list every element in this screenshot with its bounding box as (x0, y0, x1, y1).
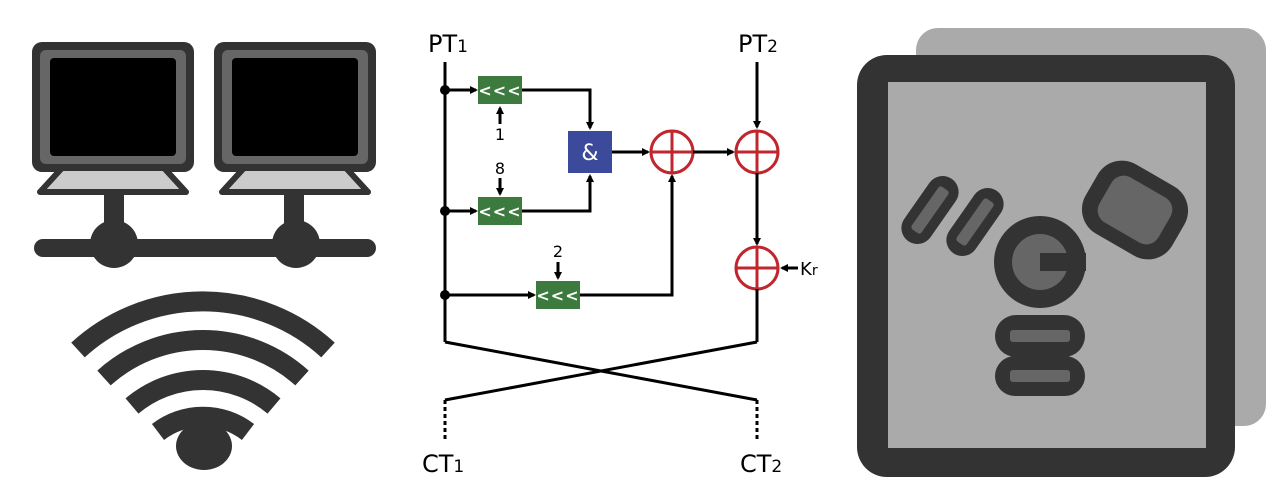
firewire-square-icon (1081, 160, 1189, 260)
cipher-diagram-svg: PT1 PT2 CT1 CT2 <<< <<< <<< 1 8 (422, 30, 818, 478)
cipher-diagram: PT1 PT2 CT1 CT2 <<< <<< <<< 1 8 (400, 0, 840, 500)
firewire-pill-mid-icon (946, 187, 1004, 257)
and-gate-box: & (568, 131, 612, 173)
computer-right-icon (214, 42, 376, 268)
ct2-label: CT2 (740, 450, 782, 478)
pt1-label: PT1 (428, 30, 468, 58)
cross-wire-right (444, 340, 758, 402)
svg-text:<<<: <<< (536, 286, 579, 305)
rotate-2-box: <<< (536, 281, 580, 309)
networked-computers-icon (32, 42, 376, 268)
network-panel (0, 0, 400, 500)
xor-1-icon (649, 129, 695, 175)
key-label: Kr (800, 259, 818, 280)
wifi-icon (71, 291, 335, 441)
svg-text:<<<: <<< (478, 81, 521, 100)
wifi-dot-icon (176, 422, 232, 470)
firewire-pill-bottom-2-icon (995, 356, 1085, 396)
pt2-label: PT2 (738, 30, 778, 58)
svg-text:&: & (581, 141, 598, 166)
network-bus (34, 239, 376, 257)
firewire-icon (857, 28, 1266, 477)
svg-text:<<<: <<< (478, 202, 521, 221)
firewire-pill-left-icon (901, 175, 959, 245)
firewire-center-icon (994, 216, 1086, 308)
rot-amount-1: 1 (495, 125, 505, 144)
ct1-label: CT1 (422, 450, 464, 478)
rotate-8-box: <<< (478, 197, 522, 225)
xor-key-icon (734, 245, 780, 291)
rotate-1-box: <<< (478, 76, 522, 104)
rot-amount-2: 2 (553, 242, 563, 261)
xor-2-icon (734, 129, 780, 175)
network-panel-svg (32, 42, 376, 470)
computer-left-icon (32, 42, 194, 268)
firewire-panel (840, 0, 1273, 500)
firewire-pill-bottom-1-icon (995, 315, 1085, 357)
rot-amount-8: 8 (495, 159, 505, 178)
